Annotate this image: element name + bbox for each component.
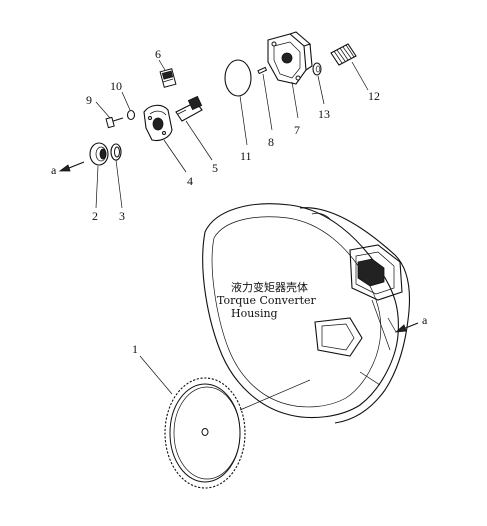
arrow-a-right xyxy=(394,322,419,333)
part-5-gear-shaft xyxy=(175,95,203,122)
part-3-leader xyxy=(115,159,123,209)
housing-caption-line1: Torque Converter xyxy=(217,294,317,307)
part-8-dowel-pin xyxy=(257,66,268,75)
part-3-number: 3 xyxy=(119,209,125,223)
part-5-number: 5 xyxy=(212,161,218,175)
part-11-o-ring xyxy=(224,59,252,97)
part-7-leader xyxy=(291,81,299,119)
part-3-snap-ring xyxy=(110,143,122,161)
part-2-number: 2 xyxy=(92,209,98,223)
part-2-bearing xyxy=(89,142,109,166)
part-13-washer xyxy=(312,62,322,76)
arrow-a-left xyxy=(58,161,85,172)
housing-caption-zh: 液力变矩器壳体 xyxy=(231,280,308,294)
part-8-leader xyxy=(262,73,273,131)
gear-guide-line xyxy=(239,379,311,411)
part-6-leader xyxy=(158,59,166,71)
part-4-pump-body xyxy=(143,104,173,142)
part-9-bolt xyxy=(105,116,124,129)
part-11-leader xyxy=(239,95,248,146)
arrow-a-left-label: a xyxy=(51,163,57,177)
arrow-a-right-label: a xyxy=(422,313,428,327)
torque-converter-housing xyxy=(202,203,411,424)
part-10-leader xyxy=(121,91,131,111)
part-12-number: 12 xyxy=(368,89,380,103)
part-4-number: 4 xyxy=(187,174,193,188)
part-9-number: 9 xyxy=(86,93,92,107)
part-5-leader xyxy=(185,120,213,161)
part-11-number: 11 xyxy=(240,149,252,163)
part-6-drive-gear xyxy=(159,68,177,88)
part-7-number: 7 xyxy=(294,123,300,137)
part-1-leader xyxy=(139,355,173,395)
part-4-leader xyxy=(163,139,187,173)
part-12-leader xyxy=(351,61,369,91)
part-13-number: 13 xyxy=(318,107,330,121)
part-8-number: 8 xyxy=(268,135,274,149)
part-2-leader xyxy=(95,165,99,209)
part-12-threaded-plug xyxy=(330,43,357,66)
part-10-number: 10 xyxy=(110,79,122,93)
housing-caption-line2: Housing xyxy=(231,307,278,320)
part-13-leader xyxy=(317,75,325,105)
part-1-ring-gear xyxy=(164,377,246,489)
part-10-washer xyxy=(126,109,136,121)
part-1-number: 1 xyxy=(132,342,138,356)
part-7-pump-cover xyxy=(267,31,313,85)
part-9-leader xyxy=(95,101,111,119)
part-6-number: 6 xyxy=(155,47,161,61)
